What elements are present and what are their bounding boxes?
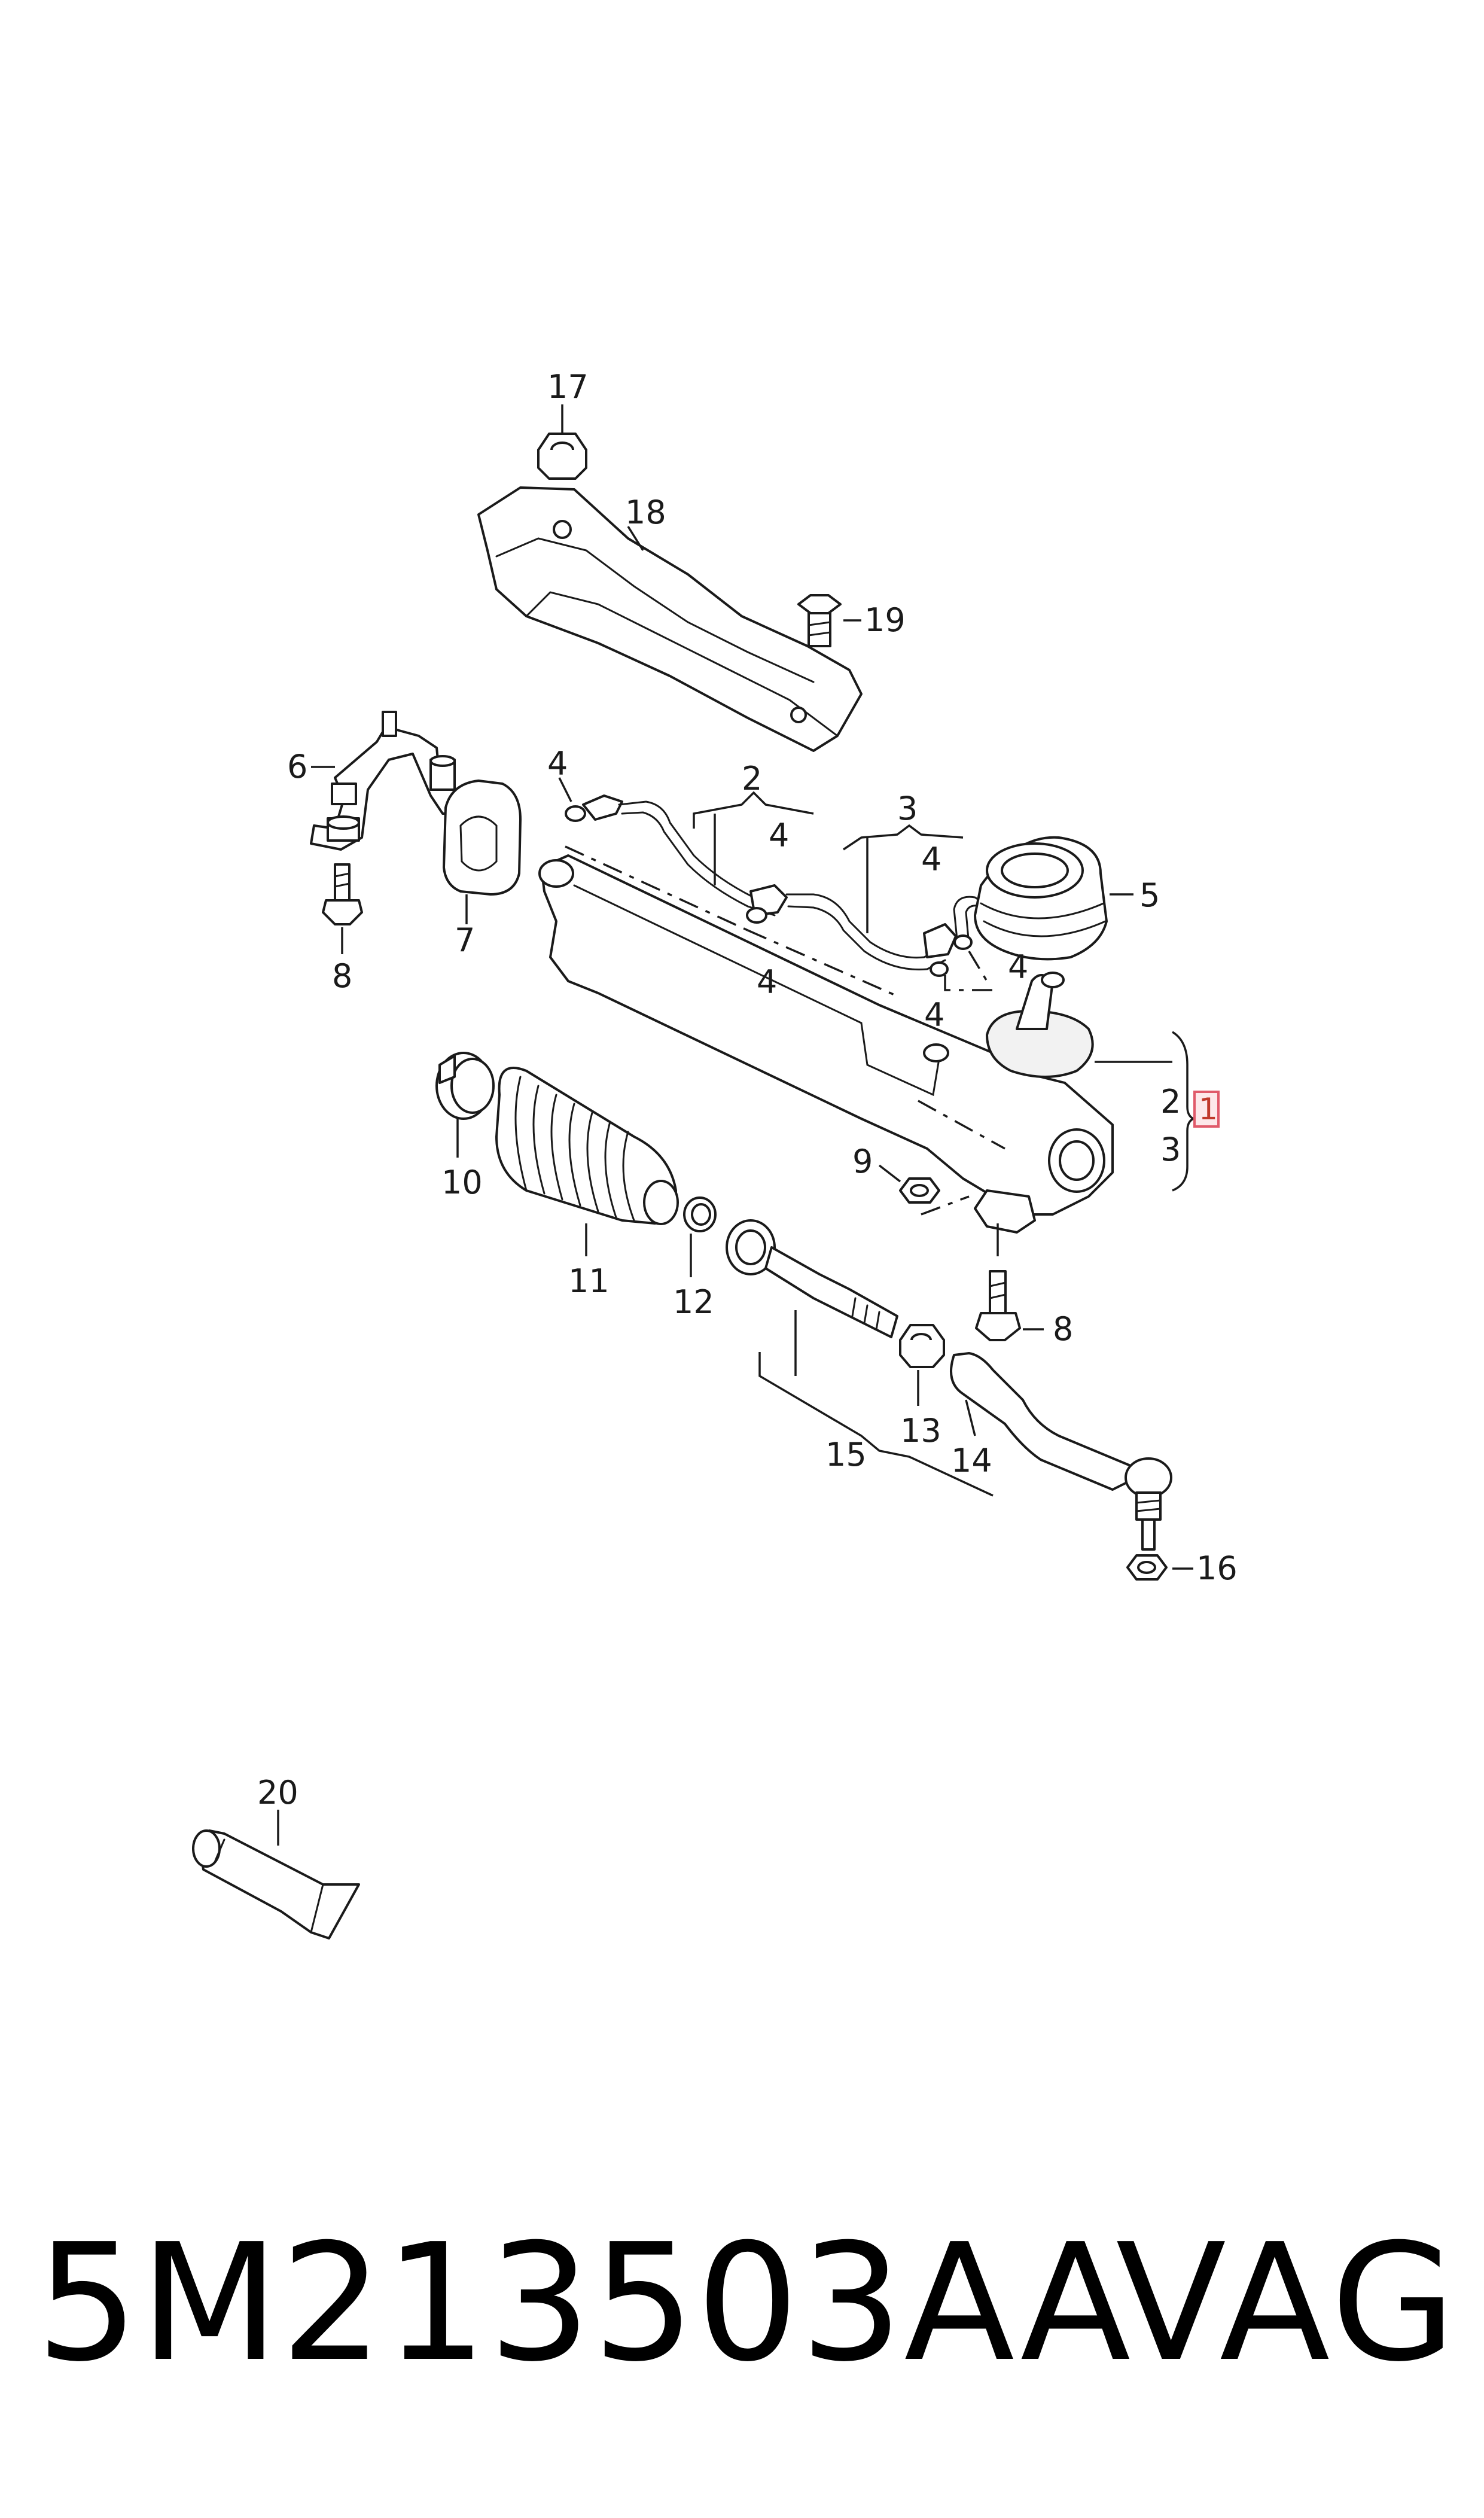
callout-3-side: 3 [1160,1131,1181,1168]
callout-8-right: 8 [1053,1310,1073,1348]
callout-4-top: 4 [547,745,568,783]
callout-15: 15 [825,1436,867,1473]
callout-2-side: 2 [1160,1083,1181,1121]
callout-10: 10 [441,1164,483,1201]
pressure-lines [558,777,1001,977]
highlight-box [1193,1091,1220,1128]
callout-3-top: 3 [897,790,918,827]
callout-11: 11 [568,1262,610,1300]
callout-4-under-2: 4 [769,817,789,854]
callout-5: 5 [1139,876,1160,914]
brand-name: VAG [1116,2209,1459,2397]
callout-4-under-3: 4 [921,841,941,878]
callout-13: 13 [900,1412,941,1450]
callout-labels: 17 18 19 6 4 2 4 3 4 5 8 7 4 4 4 2 3 9 1… [257,368,1238,1811]
callout-1: 1 [1199,1092,1218,1126]
part-10-clamp [435,1052,495,1158]
part-20-grease-tube [192,1810,360,1940]
callout-4-right-upper: 4 [1008,948,1028,986]
callout-14: 14 [951,1442,992,1479]
part-12-clamp-ring [683,1196,717,1277]
part-19-bolt [797,594,861,647]
callout-16: 16 [1196,1549,1238,1587]
part-18-heat-shield [477,486,863,752]
part-17-nut [537,404,587,480]
part-number: 5M213503AA [36,2209,1132,2397]
part-8-bolt-right [975,1270,1044,1341]
part-6-mounting-bracket [310,711,474,851]
part-16-nut [1126,1554,1193,1581]
part-1-steering-rack [538,854,1172,1256]
group-brackets [693,791,1196,1192]
footer: 5M213503AA VAG [36,2213,1459,2393]
part-7-rubber-mount [443,780,522,924]
callout-7: 7 [455,921,475,959]
part-15-tie-rod [726,1219,994,1497]
callout-4-mid: 4 [757,963,777,1001]
callout-4-right-lower: 4 [924,996,944,1034]
callout-2-top: 2 [742,760,762,797]
highlighted-part-1[interactable]: 1 [1193,1091,1220,1128]
part-14-tie-rod-end [950,1352,1172,1551]
callout-12: 12 [673,1283,714,1321]
callout-17: 17 [547,368,589,406]
callout-19: 19 [864,601,906,639]
part-13-nut [899,1324,945,1406]
callout-9: 9 [852,1143,873,1180]
callout-18: 18 [625,494,666,531]
steering-rack-exploded-diagram: 17 18 19 6 4 2 4 3 4 5 8 7 4 4 4 2 3 9 1… [192,368,1238,1940]
part-11-bellows [495,1067,679,1256]
part-8-bolt-left [322,863,363,954]
callout-8-left: 8 [332,957,352,995]
callout-20: 20 [257,1774,298,1811]
part-5-cover [974,836,1133,961]
callout-6: 6 [287,748,307,785]
alignment-lines [565,845,1005,1216]
part-9-nut [878,1164,940,1204]
